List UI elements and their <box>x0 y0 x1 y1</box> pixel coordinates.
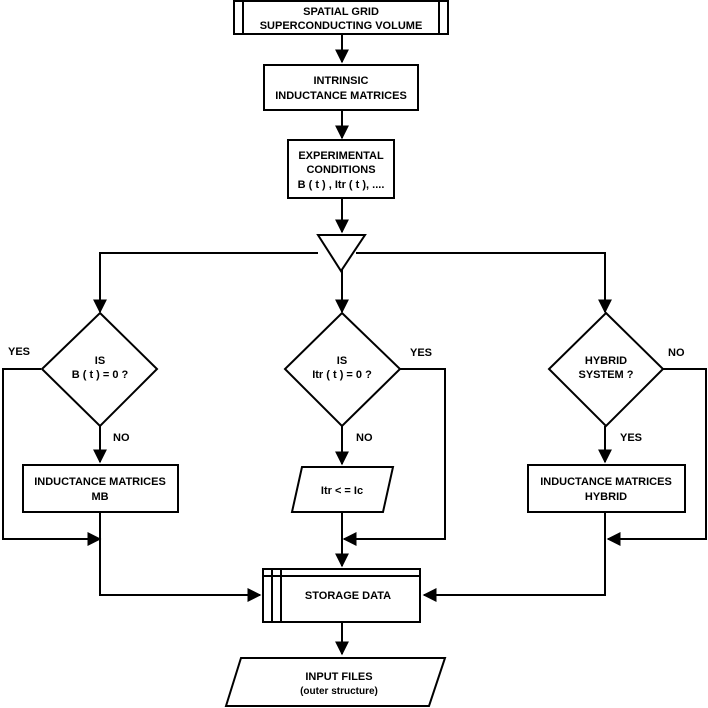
label-b-yes: YES <box>8 346 30 358</box>
node-decision-hybrid-line2: SYSTEM ? <box>578 369 633 381</box>
connectors <box>2 34 707 656</box>
node-input-files-line2: (outer structure) <box>300 686 378 697</box>
node-matrices-hybrid-line1: INDUCTANCE MATRICES <box>540 476 672 488</box>
edge-itr-yes <box>342 368 446 546</box>
label-itr-yes: YES <box>410 347 432 359</box>
node-decision-itr-line2: Itr ( t ) = 0 ? <box>312 369 372 381</box>
node-matrices-mb: INDUCTANCE MATRICES MB <box>22 464 179 513</box>
node-spatial-grid-line2: SUPERCONDUCTING VOLUME <box>260 20 423 32</box>
node-split-triangle <box>316 234 367 273</box>
node-storage: STORAGE DATA <box>262 568 421 623</box>
edge-hybrid-to-storage <box>422 512 606 602</box>
label-hybrid-no: NO <box>668 347 685 359</box>
node-spatial-grid-line1: SPATIAL GRID <box>303 6 379 18</box>
edge-split-to-hybrid-decision <box>356 252 612 314</box>
edge-hybrid-no <box>606 368 707 546</box>
node-decision-hybrid: HYBRID SYSTEM ? <box>547 311 665 428</box>
node-intrinsic-line1: INTRINSIC <box>314 75 369 87</box>
edge-mb-to-storage <box>99 512 262 602</box>
label-itr-no: NO <box>356 432 373 444</box>
node-matrices-hybrid-line2: HYBRID <box>585 491 627 503</box>
node-itr-le-ic-label: Itr < = Ic <box>321 485 363 497</box>
node-intrinsic: INTRINSIC INDUCTANCE MATRICES <box>263 64 419 111</box>
edge-b-yes <box>2 368 102 546</box>
node-experimental-line1: EXPERIMENTAL <box>298 150 384 162</box>
node-decision-itr: IS Itr ( t ) = 0 ? <box>283 311 402 428</box>
node-decision-b-line1: IS <box>95 355 105 367</box>
node-intrinsic-line2: INDUCTANCE MATRICES <box>275 90 407 102</box>
label-b-no: NO <box>113 432 130 444</box>
node-storage-label: STORAGE DATA <box>305 590 391 602</box>
node-experimental-line2: CONDITIONS <box>306 164 375 176</box>
node-matrices-mb-line2: MB <box>91 491 108 503</box>
label-hybrid-yes: YES <box>620 432 642 444</box>
node-matrices-mb-line1: INDUCTANCE MATRICES <box>34 476 166 488</box>
edge-split-to-b-decision <box>93 252 318 314</box>
node-experimental: EXPERIMENTAL CONDITIONS B ( t ) , Itr ( … <box>287 139 395 199</box>
node-decision-b: IS B ( t ) = 0 ? <box>40 311 159 428</box>
node-decision-b-line2: B ( t ) = 0 ? <box>72 369 129 381</box>
node-input-files: INPUT FILES (outer structure) <box>224 657 447 707</box>
node-matrices-hybrid: INDUCTANCE MATRICES HYBRID <box>527 464 686 513</box>
node-spatial-grid: SPATIAL GRID SUPERCONDUCTING VOLUME <box>233 0 449 35</box>
node-experimental-line3: B ( t ) , Itr ( t ), .... <box>298 179 385 191</box>
node-decision-hybrid-line1: HYBRID <box>585 355 627 367</box>
node-itr-le-ic: Itr < = Ic <box>290 466 395 513</box>
node-input-files-line1: INPUT FILES <box>305 671 372 683</box>
node-decision-itr-line1: IS <box>337 355 347 367</box>
